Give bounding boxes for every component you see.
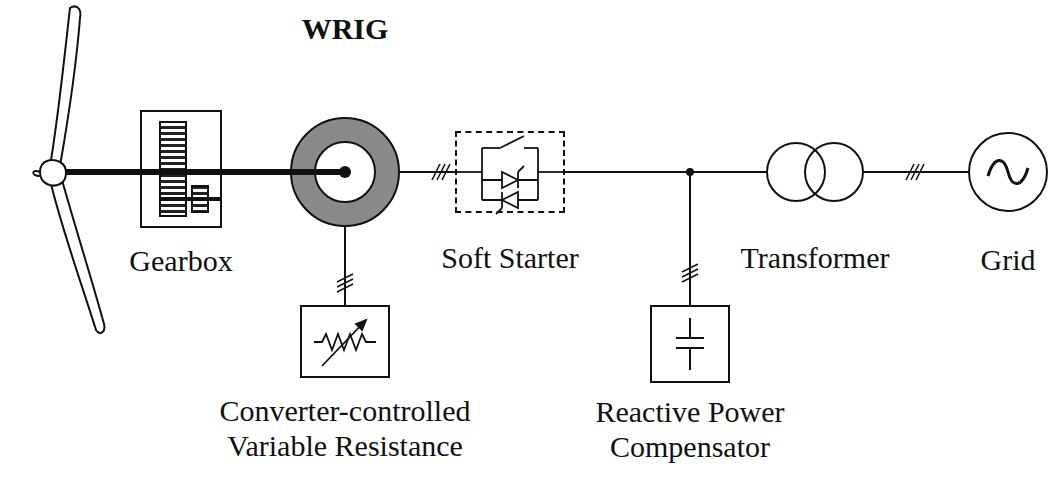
wire-connector [399,171,455,173]
gear-symbol [141,122,222,216]
thyristor-switch-symbol [455,136,565,214]
transformer-symbol [767,143,863,201]
node-label: WRIG [302,12,389,47]
generator-symbol [288,118,399,226]
wire-connector [344,226,346,305]
grid-node: Grid [969,133,1047,211]
wire-connector [690,172,767,305]
converter-box: Converter-controlled Variable Resistance [300,305,390,378]
node-label: Converter-controlled Variable Resistance [195,394,495,463]
generator-circle: WRIG [291,118,399,226]
shaft [66,169,141,175]
soft-starter-box: Soft Starter [455,131,565,213]
node-label: Gearbox [129,244,232,279]
three-phase-mark [337,164,924,292]
wire-connector [863,171,969,173]
transformer-node: Transformer [767,143,863,201]
capacitor-symbol [676,318,704,370]
node-label: Soft Starter [441,241,578,276]
gearbox-box: Gearbox [140,110,222,228]
resistor-symbol [314,320,376,366]
node-label: Transformer [741,241,890,276]
node-label: Grid [981,243,1036,278]
compensator-box: Reactive Power Compensator [650,305,730,383]
shaft-connector [222,169,291,175]
node-label: Reactive Power Compensator [570,395,810,464]
grid-source-symbol [969,133,1047,211]
